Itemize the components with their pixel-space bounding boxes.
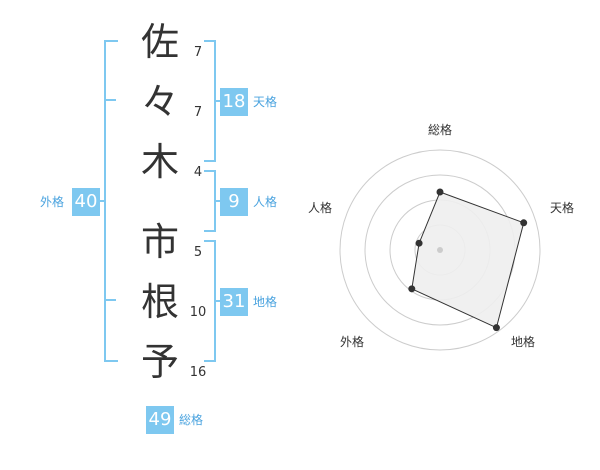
radar-point-3: [492, 324, 500, 332]
chikaku-score: 31: [220, 288, 248, 316]
stroke-count-3: 4: [193, 165, 203, 180]
stroke-count-1: 7: [193, 45, 203, 60]
radar-center: [437, 247, 443, 253]
radar-point-5: [415, 239, 423, 247]
soukaku-score: 49: [146, 406, 174, 434]
radar-shape: [411, 191, 525, 329]
bracket-connector: [214, 100, 222, 102]
radar-grid-ring: [339, 149, 541, 351]
stroke-count-4: 5: [193, 245, 203, 260]
name-char-4: 市: [140, 220, 179, 264]
gaikaku-label: 外格: [40, 195, 65, 209]
radar-label-gaikaku: 外格: [340, 335, 365, 349]
name-char-3: 木: [140, 140, 179, 184]
radar-point-1: [436, 188, 444, 196]
bracket-connector: [214, 200, 222, 202]
jinkaku-score: 9: [220, 188, 248, 216]
radar-point-4: [408, 285, 416, 293]
radar-label-tenkaku: 天格: [550, 201, 575, 215]
stroke-count-5: 10: [189, 305, 207, 320]
bracket-connector: [96, 200, 106, 202]
soukaku-label: 総格: [179, 413, 204, 427]
name-char-1: 佐: [140, 20, 179, 64]
radar-label-soukaku: 総格: [428, 123, 453, 137]
jinkaku-label: 人格: [253, 195, 278, 209]
stroke-count-2: 7: [193, 105, 203, 120]
stroke-count-6: 16: [189, 365, 207, 380]
bracket-tick: [106, 99, 116, 101]
gaikaku-score: 40: [72, 188, 100, 216]
radar-label-jinkaku: 人格: [308, 201, 333, 215]
name-char-2: 々: [140, 80, 179, 124]
radar-label-chikaku: 地格: [511, 335, 536, 349]
name-char-5: 根: [140, 280, 179, 324]
radar-point-2: [520, 219, 528, 227]
bracket-tick: [106, 299, 116, 301]
name-char-6: 予: [140, 340, 179, 384]
tenkaku-label: 天格: [253, 95, 278, 109]
bracket-connector: [214, 300, 222, 302]
tenkaku-score: 18: [220, 88, 248, 116]
chikaku-label: 地格: [253, 295, 278, 309]
